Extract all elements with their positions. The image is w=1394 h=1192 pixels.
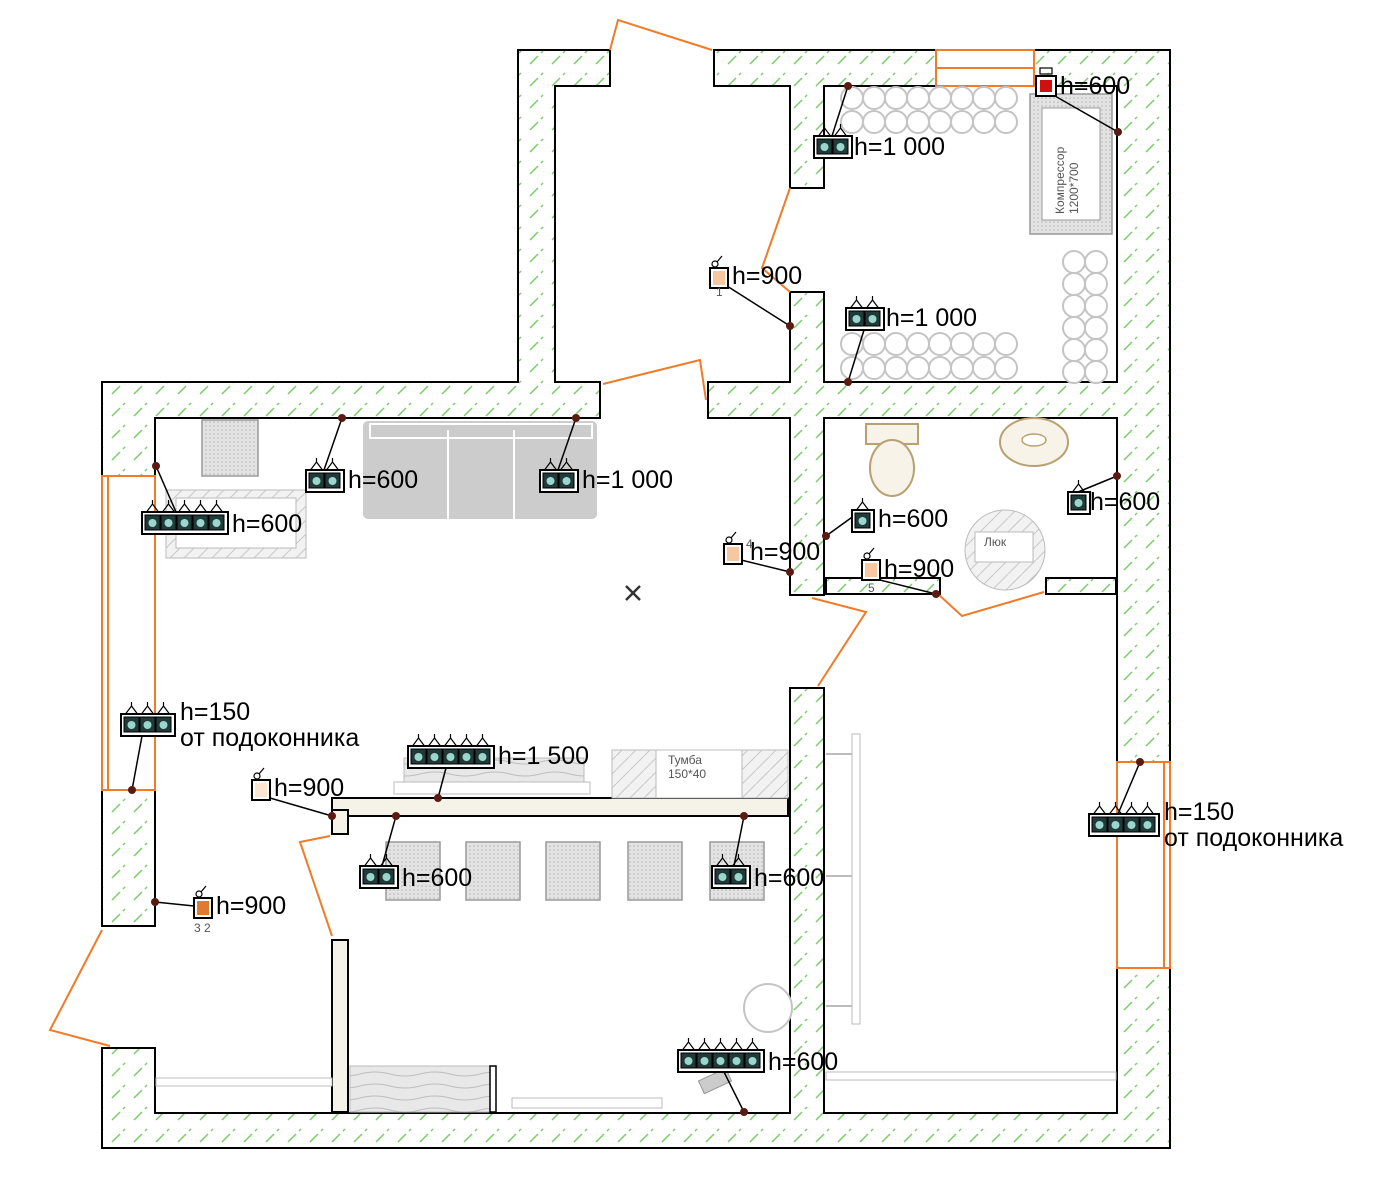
storage-item bbox=[840, 110, 864, 134]
switch-hall bbox=[723, 531, 794, 576]
storage-item bbox=[884, 110, 908, 134]
compressor-label-1: Компрессор bbox=[1053, 146, 1067, 214]
storage-item bbox=[994, 332, 1018, 356]
label-sill-left: от подоконника bbox=[180, 724, 359, 752]
storage-item bbox=[884, 86, 908, 110]
label-h600-table-right: h=600 bbox=[754, 864, 824, 892]
storage-item bbox=[928, 332, 952, 356]
switch-number-32: 3 2 bbox=[194, 921, 211, 935]
socket-storage-top bbox=[813, 82, 853, 159]
label-h900-entry: h=900 bbox=[216, 892, 286, 920]
label-h1500: h=1 500 bbox=[498, 742, 589, 770]
socket-wc bbox=[822, 497, 875, 540]
storage-item bbox=[884, 356, 908, 380]
switch-number-4: 4 bbox=[746, 537, 753, 551]
storage-item bbox=[972, 332, 996, 356]
switch-bath bbox=[861, 547, 940, 598]
socket-sink bbox=[1067, 472, 1121, 515]
storage-item bbox=[972, 86, 996, 110]
storage-item bbox=[1062, 250, 1086, 274]
storage-item bbox=[1084, 294, 1108, 318]
label-h900-dining: h=900 bbox=[274, 774, 344, 802]
socket-table-left bbox=[359, 812, 400, 889]
label-h1000-storage-top: h=1 000 bbox=[854, 133, 945, 161]
storage-item bbox=[862, 110, 886, 134]
switch-entry bbox=[151, 885, 213, 919]
storage-item bbox=[1062, 360, 1086, 384]
label-h600-storage: h=600 bbox=[1060, 72, 1130, 100]
socket-kitchen bbox=[305, 414, 346, 493]
electrical-devices bbox=[120, 67, 1160, 1116]
label-h600-wc: h=600 bbox=[878, 505, 948, 533]
switch-number-5: 5 bbox=[868, 581, 875, 595]
storage-item bbox=[950, 86, 974, 110]
storage-item bbox=[994, 356, 1018, 380]
cabinet-label-2: 150*40 bbox=[668, 767, 706, 781]
storage-item bbox=[972, 110, 996, 134]
label-h900-bath: h=900 bbox=[884, 555, 954, 583]
storage-item bbox=[1062, 316, 1086, 340]
storage-item bbox=[862, 86, 886, 110]
switch-number-1: 1 bbox=[716, 285, 723, 299]
label-h600-bedroom: h=600 bbox=[768, 1048, 838, 1076]
storage-item bbox=[906, 356, 930, 380]
storage-item bbox=[862, 356, 886, 380]
storage-item bbox=[972, 356, 996, 380]
label-h900-corridor-top: h=900 bbox=[732, 262, 802, 290]
doors bbox=[48, 18, 1045, 1047]
storage-item bbox=[906, 110, 930, 134]
label-h150-left: h=150 bbox=[180, 698, 250, 726]
storage-item bbox=[1062, 272, 1086, 296]
cabinet-label-1: Тумба bbox=[668, 753, 702, 767]
storage-item bbox=[928, 356, 952, 380]
socket-table-right bbox=[711, 812, 751, 889]
storage-item bbox=[862, 332, 886, 356]
storage-item bbox=[906, 332, 930, 356]
storage-item bbox=[950, 332, 974, 356]
center-mark-icon bbox=[625, 585, 641, 601]
storage-item bbox=[884, 332, 908, 356]
label-h1000-sofa: h=1 000 bbox=[582, 466, 673, 494]
hatch-label: Люк bbox=[984, 535, 1007, 549]
storage-item bbox=[994, 86, 1018, 110]
label-h600-table-left: h=600 bbox=[402, 864, 472, 892]
socket-bedroom bbox=[677, 1037, 765, 1116]
storage-item bbox=[994, 110, 1018, 134]
storage-item bbox=[950, 110, 974, 134]
storage-item bbox=[1084, 250, 1108, 274]
label-h150-right: h=150 bbox=[1164, 798, 1234, 826]
storage-item bbox=[928, 86, 952, 110]
device-labels: h=600 h=1 000 h=900 h=1 000 h=600 h=1 00… bbox=[180, 72, 1343, 1076]
socket-sofa bbox=[539, 414, 580, 493]
storage-item bbox=[1062, 294, 1086, 318]
storage-circles bbox=[840, 86, 1108, 384]
socket-window-right bbox=[1088, 758, 1160, 837]
label-h600-counter: h=600 bbox=[232, 510, 302, 538]
walls bbox=[101, 49, 1171, 1149]
red-outlet-storage bbox=[1035, 67, 1122, 136]
storage-item bbox=[1062, 338, 1086, 362]
storage-item bbox=[906, 86, 930, 110]
socket-counter bbox=[141, 462, 229, 535]
socket-storage-bottom bbox=[844, 295, 885, 386]
storage-item bbox=[928, 110, 952, 134]
compressor-label-2: 1200*700 bbox=[1067, 162, 1081, 214]
switch-corridor-top bbox=[709, 255, 794, 330]
label-sill-right: от подоконника bbox=[1164, 824, 1343, 852]
furniture: Компрессор 1200*700 Люк Тумба 150*40 bbox=[155, 93, 1117, 1113]
label-h1000-storage-bottom: h=1 000 bbox=[886, 304, 977, 332]
label-h600-sink: h=600 bbox=[1090, 488, 1160, 516]
storage-item bbox=[950, 356, 974, 380]
storage-item bbox=[1084, 316, 1108, 340]
label-h600-kitchen: h=600 bbox=[348, 466, 418, 494]
socket-bench bbox=[407, 733, 495, 802]
socket-window-left bbox=[120, 701, 176, 794]
storage-item bbox=[1084, 338, 1108, 362]
switch-dining bbox=[251, 767, 336, 820]
storage-item bbox=[1084, 360, 1108, 384]
storage-item bbox=[1084, 272, 1108, 296]
label-h900-hall: h=900 bbox=[750, 538, 820, 566]
